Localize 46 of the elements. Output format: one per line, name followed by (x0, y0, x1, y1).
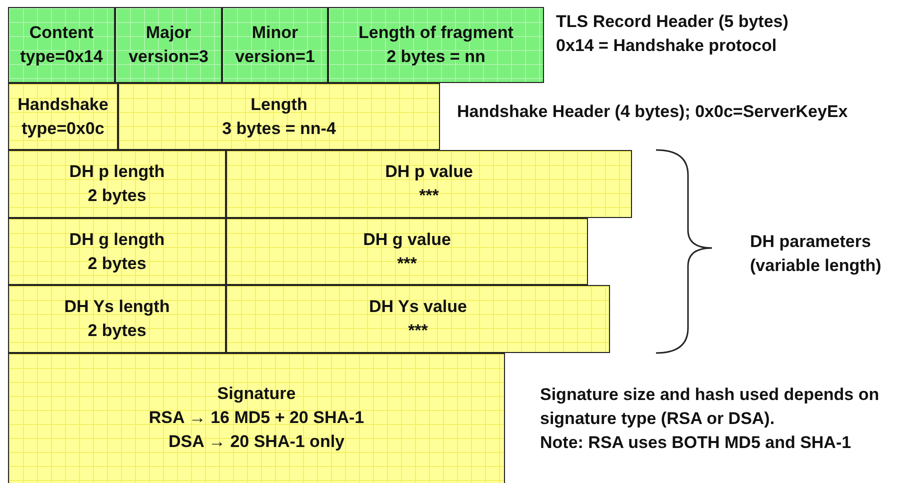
annotation-text: DH parameters (variable length) (750, 231, 882, 277)
packet-field (226, 150, 632, 218)
field-text: Minor (252, 22, 298, 44)
field-text: Handshake (18, 94, 108, 116)
packet-field (226, 285, 610, 353)
field-text: RSA → 16 MD5 + 20 SHA-1 (148, 407, 364, 429)
field-text: 2 bytes (88, 185, 146, 207)
field-text: 3 bytes = nn-4 (222, 118, 336, 140)
packet-field (328, 7, 544, 83)
field-text: 2 bytes (88, 252, 146, 274)
annotation-text: Note: RSA uses BOTH MD5 and SHA-1 (540, 432, 852, 454)
field-text: version=3 (128, 46, 208, 68)
packet-field (8, 83, 118, 150)
field-text: Length (250, 94, 308, 116)
field-text: Content (29, 22, 94, 44)
packet-field (8, 285, 226, 353)
field-text: 2 bytes = nn (386, 46, 486, 68)
field-text: DH Ys length (64, 296, 170, 318)
packet-field (226, 218, 588, 285)
field-text: DH g value (363, 228, 451, 251)
field-text: type=0x0c (22, 118, 104, 140)
packet-field (8, 150, 226, 218)
annotation-text: 0x14 = Handshake protocol (556, 35, 777, 57)
field-text: *** (419, 185, 439, 207)
field-text: DH Ys value (369, 296, 467, 318)
field-text: DH p value (385, 161, 473, 183)
field-text: Major (146, 22, 192, 44)
packet-field (8, 7, 115, 83)
packet-field (115, 7, 222, 83)
packet-field (222, 7, 328, 83)
field-text: *** (408, 320, 428, 342)
field-text: Length of fragment (358, 22, 514, 44)
annotation-text: Handshake Header (4 bytes); 0x0c=ServerKeyEx (457, 101, 848, 123)
packet-field (118, 83, 440, 150)
field-text: type=0x14 (20, 46, 103, 68)
field-text: DSA → 20 SHA-1 only (168, 431, 345, 453)
field-text: version=1 (235, 46, 315, 68)
field-text: DH p length (69, 161, 165, 183)
packet-field (8, 218, 226, 285)
annotation-text: TLS Record Header (5 bytes) (556, 11, 788, 33)
field-text: *** (397, 252, 417, 274)
field-text: Signature (217, 383, 296, 405)
annotation-text: Signature size and hash used depends on signature type (RSA or DSA). (540, 384, 880, 430)
packet-field (8, 353, 505, 483)
field-text: DH g length (69, 228, 165, 251)
field-text: 2 bytes (88, 320, 146, 342)
